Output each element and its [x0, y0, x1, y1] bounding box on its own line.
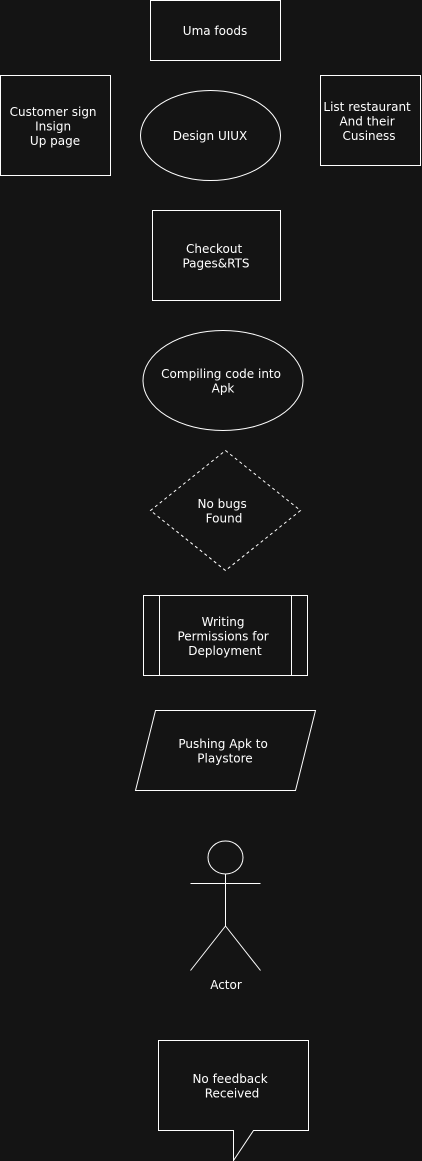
permissions-node[interactable]: Writing Permissions for Deployment [143, 595, 308, 676]
pushing-apk-line-1: Pushing Apk to [178, 737, 268, 751]
list-restaurant-line-2: And their [339, 115, 394, 129]
permissions-line-1: Writing [202, 615, 245, 629]
actor-label: Actor [210, 978, 242, 992]
design-uiux-line-1: Design UIUX [173, 129, 248, 143]
checkout-node[interactable]: Checkout Pages&RTS [152, 210, 281, 301]
no-bugs-node[interactable]: No bugs Found [149, 449, 302, 572]
compiling-ellipse [142, 330, 304, 431]
uma-foods-label: Uma foods [183, 24, 247, 38]
uma-foods-node[interactable]: Uma foods [150, 0, 281, 61]
list-restaurant-box [320, 75, 421, 166]
no-bugs-line-2: Found [206, 512, 243, 526]
uma-foods-box [150, 0, 281, 61]
actor-left-leg [190, 925, 226, 971]
customer-signup-node[interactable]: Customer sign Insign Up page [0, 75, 111, 176]
no-feedback-label: No feedback Received [192, 1072, 271, 1101]
customer-signup-line-3: Up page [30, 134, 80, 148]
permissions-line-2: Permissions for [177, 630, 268, 644]
pushing-apk-parallelogram [134, 710, 317, 791]
compiling-label: Compiling code into Apk [161, 367, 285, 396]
no-bugs-label: No bugs Found [197, 497, 250, 526]
compiling-line-1: Compiling code into [161, 367, 281, 381]
customer-signup-label: Customer sign Insign Up page [10, 105, 101, 148]
no-feedback-node[interactable]: No feedback Received [158, 1040, 309, 1161]
actor-right-leg [225, 925, 261, 971]
list-restaurant-line-1: List restaurant [323, 100, 411, 114]
checkout-box [152, 210, 281, 301]
list-restaurant-node[interactable]: List restaurant And their Cusiness [320, 75, 421, 166]
no-bugs-line-1: No bugs [197, 497, 246, 511]
list-restaurant-line-3: Cusiness [342, 129, 395, 143]
design-uiux-node[interactable]: Design UIUX [140, 90, 281, 181]
actor-line-1: Actor [210, 978, 242, 992]
customer-signup-box [0, 75, 111, 176]
compiling-line-2: Apk [212, 382, 235, 396]
pushing-apk-node[interactable]: Pushing Apk to Playstore [134, 710, 317, 791]
no-feedback-line-1: No feedback [192, 1072, 267, 1086]
uma-foods-line-1: Uma foods [183, 24, 247, 38]
pushing-apk-line-2: Playstore [197, 752, 252, 766]
permissions-label: Writing Permissions for Deployment [177, 615, 272, 658]
compiling-node[interactable]: Compiling code into Apk [142, 330, 304, 431]
permissions-box [143, 595, 308, 676]
actor-node[interactable]: Actor [190, 840, 261, 992]
checkout-label: Checkout Pages&RTS [182, 242, 249, 271]
checkout-line-1: Checkout [186, 242, 242, 256]
pushing-apk-label: Pushing Apk to Playstore [178, 737, 271, 766]
no-bugs-diamond [149, 449, 302, 572]
customer-signup-line-1: Customer sign [10, 105, 97, 119]
no-feedback-line-2: Received [205, 1087, 260, 1101]
permissions-line-3: Deployment [188, 644, 262, 658]
design-uiux-ellipse [140, 90, 281, 181]
no-feedback-callout [158, 1040, 309, 1161]
checkout-line-2: Pages&RTS [182, 257, 249, 271]
design-uiux-label: Design UIUX [173, 129, 248, 143]
list-restaurant-label: List restaurant And their Cusiness [323, 100, 414, 143]
customer-signup-line-2: Insign [35, 120, 71, 134]
